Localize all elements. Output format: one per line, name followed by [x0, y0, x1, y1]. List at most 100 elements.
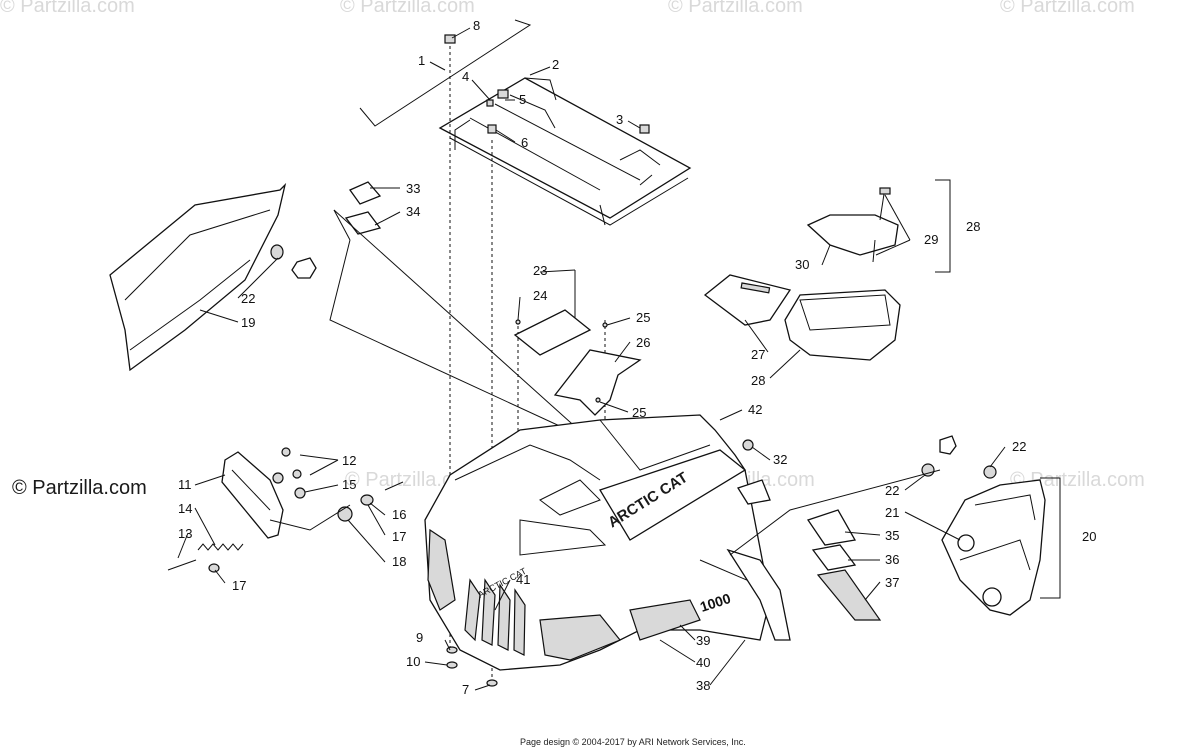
watermark-top-2: © Partzilla.com	[340, 0, 475, 17]
decal-36	[811, 544, 857, 571]
nut-7	[486, 679, 498, 687]
front-rack	[438, 77, 692, 226]
callout-30: 29	[924, 232, 938, 247]
callout-7: 7	[462, 682, 469, 697]
callout-27: 27	[751, 347, 765, 362]
callout-34: 40	[696, 655, 710, 670]
plate-23	[513, 309, 592, 356]
fastener-15b	[272, 472, 284, 484]
callout-23: 23	[533, 263, 547, 278]
left-side-panel	[109, 182, 287, 372]
callout-22-right-1: 22	[1012, 439, 1026, 454]
callout-4: 4	[462, 69, 469, 84]
callout-16: 16	[392, 507, 406, 522]
rubber-3	[639, 124, 650, 134]
bracket-42	[737, 479, 771, 505]
screw-32	[742, 439, 754, 451]
callout-14: 14	[178, 501, 192, 516]
fastener-15a	[294, 487, 306, 499]
callout-29: 28	[966, 219, 980, 234]
screw-25b	[595, 397, 601, 403]
callout-39: 34	[406, 204, 420, 219]
callout-3: 3	[616, 112, 623, 127]
callout-18: 18	[392, 554, 406, 569]
callout-9: 9	[416, 630, 423, 645]
callout-36: 36	[885, 552, 899, 567]
callout-37: 37	[885, 575, 899, 590]
bracket-29	[935, 179, 951, 273]
washer-right	[939, 435, 957, 455]
bushing-4	[486, 99, 494, 107]
callout-38: 33	[406, 181, 420, 196]
callout-17-lower: 17	[232, 578, 246, 593]
headlight-lens	[221, 451, 284, 539]
watermark-mid-3: © Partzilla.com	[1010, 469, 1145, 491]
fender-right-extension	[726, 548, 791, 641]
callout-25a: 25	[636, 310, 650, 325]
bracket-20	[1040, 477, 1061, 599]
callout-21: 21	[885, 505, 899, 520]
right-side-panel	[941, 479, 1046, 616]
callout-35: 35	[885, 528, 899, 543]
storage-lid	[703, 274, 792, 326]
callout-12: 12	[342, 453, 356, 468]
callout-22-right-2: 22	[885, 483, 899, 498]
rack-assembly-bracket	[359, 19, 532, 127]
callout-22-left: 22	[241, 291, 255, 306]
nut-8	[444, 34, 456, 44]
grommet-18	[337, 506, 353, 522]
callout-40: 41	[516, 572, 530, 587]
callout-2: 2	[552, 57, 559, 72]
callout-41: 39	[696, 633, 710, 648]
bushing-6	[487, 124, 497, 134]
bolt-16	[384, 481, 404, 491]
screw-25a	[602, 322, 608, 328]
bumper-right-2	[921, 463, 935, 477]
callout-1: 1	[418, 53, 425, 68]
nut-10	[446, 661, 458, 669]
callout-8: 8	[473, 18, 480, 33]
callout-15: 15	[342, 477, 356, 492]
adjust-spring	[197, 543, 244, 551]
leader-lines	[177, 27, 1006, 691]
callout-42: 42	[748, 402, 762, 417]
storage-box	[784, 289, 901, 361]
bushing-5	[497, 89, 509, 99]
screw-24	[515, 319, 521, 325]
callout-20: 20	[1082, 529, 1096, 544]
callout-25b: 25	[632, 405, 646, 420]
callout-19: 19	[241, 315, 255, 330]
screw-13	[167, 559, 197, 571]
callout-26: 26	[636, 335, 650, 350]
callout-28: 28	[751, 373, 765, 388]
cover-31	[806, 214, 899, 256]
front-fender	[424, 414, 771, 671]
footer-copyright: Page design © 2004-2017 by ARI Network S…	[520, 737, 746, 747]
callout-5: 5	[519, 92, 526, 107]
latch-30	[879, 187, 891, 195]
decal-38	[349, 181, 382, 205]
callout-11: 11	[178, 477, 192, 492]
bumper-left	[270, 244, 284, 260]
callout-10: 10	[406, 654, 420, 669]
bracket-26	[553, 349, 642, 416]
fastener-12b	[292, 469, 302, 479]
partzilla-brand: © Partzilla.com	[12, 477, 147, 499]
grommet-right-panel	[982, 587, 1002, 607]
watermark-top-1: © Partzilla.com	[0, 0, 135, 17]
fastener-12a	[281, 447, 291, 457]
reflector-21	[957, 534, 975, 552]
bumper-right-1	[983, 465, 997, 479]
callout-17-upper: 17	[392, 529, 406, 544]
callout-33: 38	[696, 678, 710, 693]
washer-17-lower	[208, 563, 220, 573]
watermark-top-3: © Partzilla.com	[668, 0, 803, 17]
watermark-top-4: © Partzilla.com	[1000, 0, 1135, 17]
washer-17-upper	[360, 494, 374, 506]
decal-37	[816, 569, 882, 621]
decal-39	[344, 211, 382, 235]
callout-6: 6	[521, 135, 528, 150]
callout-labels: 8 1 2 4 5 3 6 33 34 22 19 23 24 25 26 25…	[178, 18, 1096, 697]
callout-24: 24	[533, 288, 547, 303]
